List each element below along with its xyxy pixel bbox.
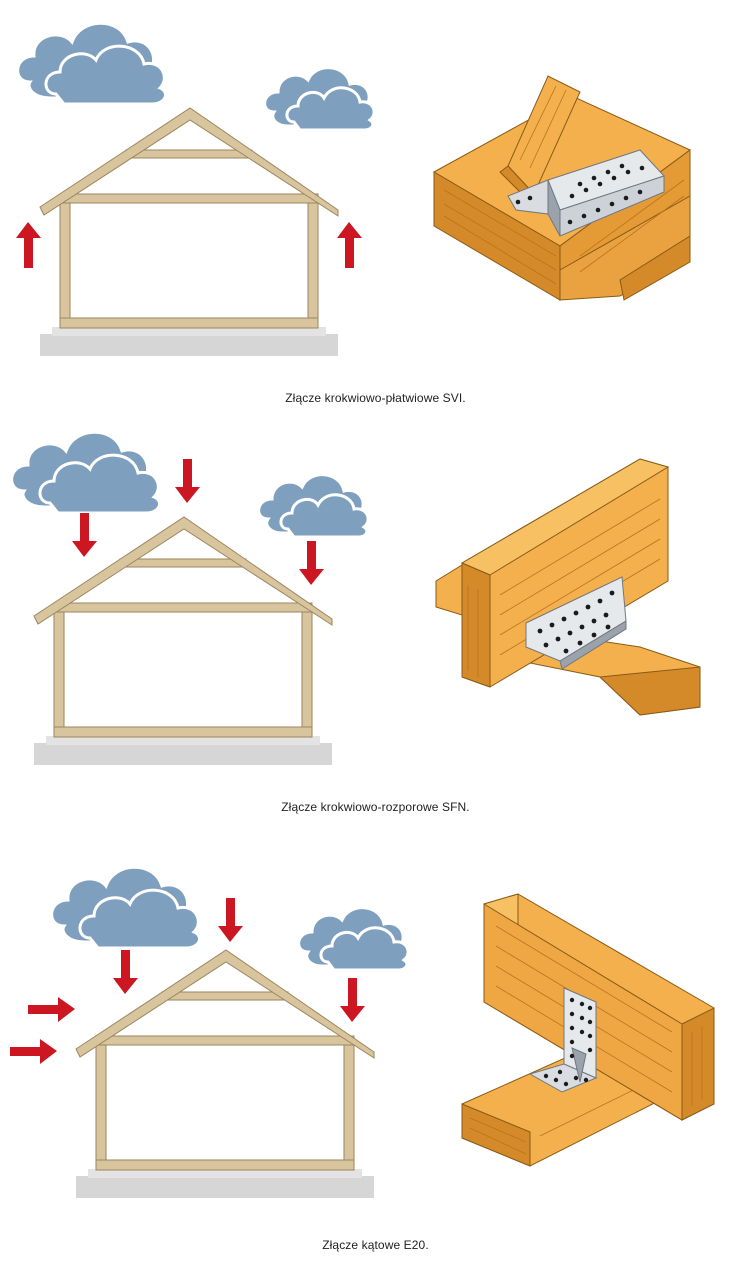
down-arrow-icon — [113, 950, 138, 994]
cloud-icon — [50, 865, 202, 950]
right-arrow-icon — [28, 997, 75, 1022]
down-arrow-icon — [340, 978, 365, 1022]
house-frame — [75, 949, 375, 1198]
up-arrow-icon — [337, 222, 362, 268]
down-arrow-icon — [218, 898, 243, 942]
house-frame — [39, 107, 339, 356]
panel-svi: Złącze krokwiowo-płatwiowe SVI. — [0, 0, 751, 420]
caption-sfn: Złącze krokwiowo-rozporowe SFN. — [281, 800, 470, 814]
up-arrow-icon — [16, 222, 41, 268]
caption-svi: Złącze krokwiowo-płatwiowe SVI. — [285, 391, 466, 405]
caption-e20: Złącze kątowe E20. — [322, 1238, 429, 1252]
rafter-purlin-connector — [432, 75, 691, 301]
cloud-icon — [16, 21, 168, 106]
down-arrow-icon — [299, 541, 324, 585]
right-arrow-icon — [10, 1039, 57, 1064]
panel-sfn-illustration — [10, 430, 701, 765]
panel-svi-illustration — [16, 21, 691, 356]
panel-sfn: Złącze krokwiowo-rozporowe SFN. — [0, 415, 751, 835]
panel-e20-illustration — [10, 865, 715, 1198]
down-arrow-icon — [175, 459, 200, 503]
rafter-tie-connector — [435, 458, 701, 716]
angle-bracket-connector — [461, 893, 715, 1167]
cloud-icon — [257, 473, 370, 539]
panel-e20: Złącze kątowe E20. — [0, 842, 751, 1262]
down-arrow-icon — [72, 513, 97, 557]
cloud-icon — [10, 430, 162, 515]
cloud-icon — [263, 66, 376, 132]
house-frame — [33, 516, 333, 765]
cloud-icon — [297, 906, 410, 972]
